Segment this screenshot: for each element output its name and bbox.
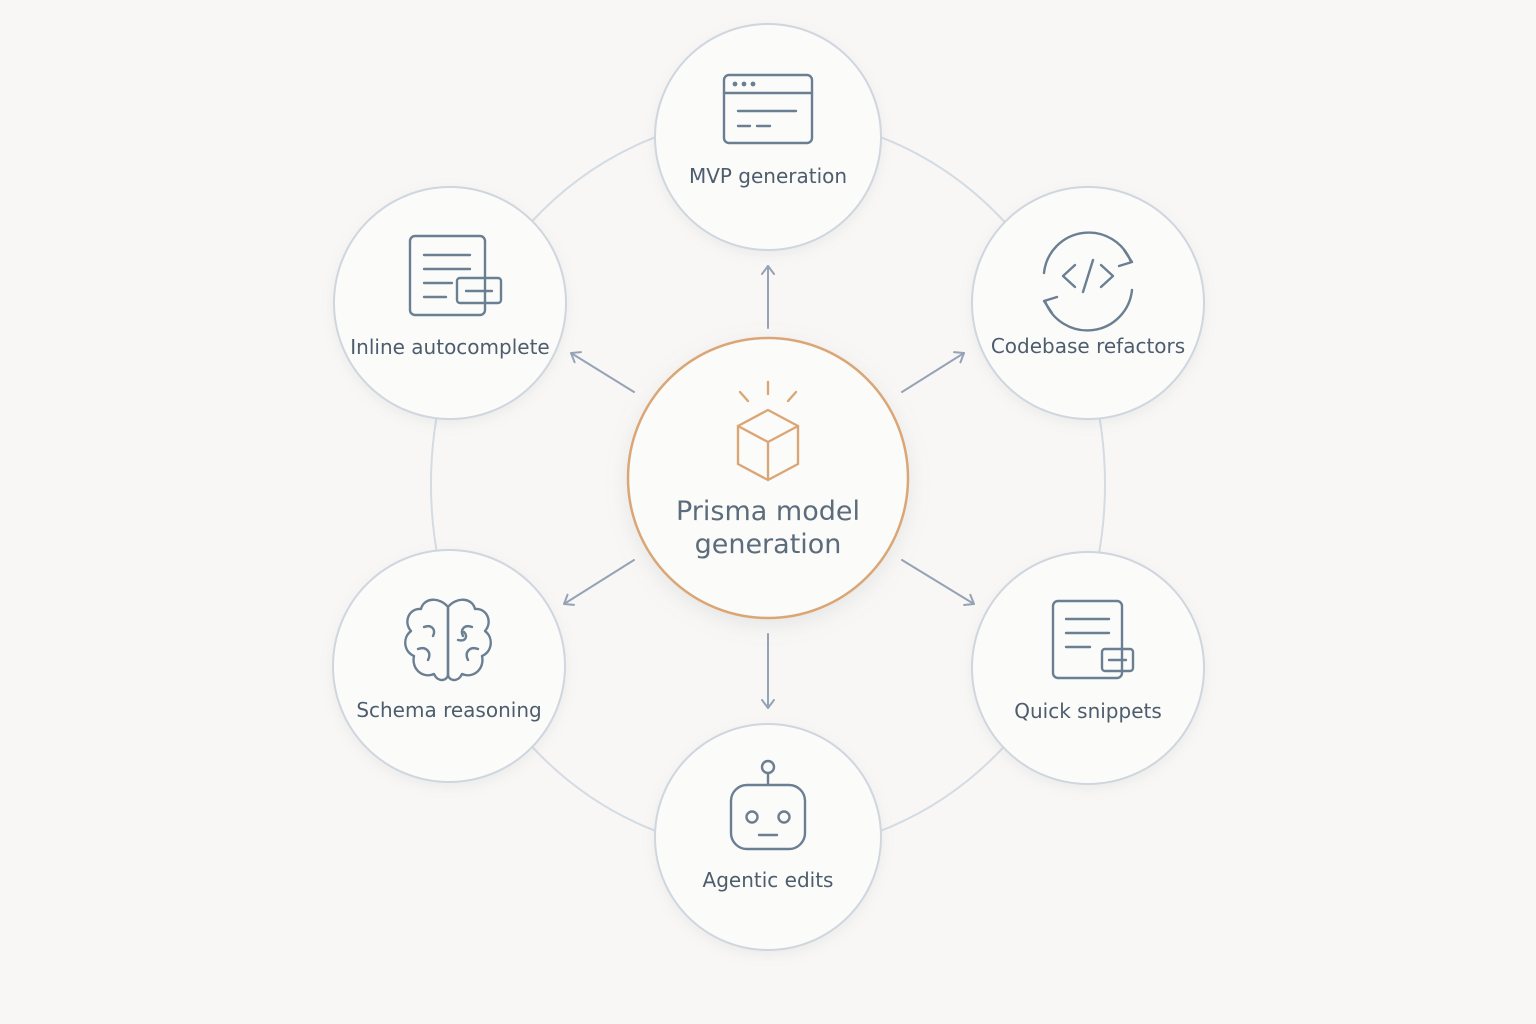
node-label: Codebase refactors xyxy=(991,334,1185,358)
center-label-line2: generation xyxy=(695,529,842,560)
robot-icon xyxy=(729,759,807,851)
node-codebase-refactors[interactable]: Codebase refactors xyxy=(971,186,1205,420)
document-autocomplete-icon xyxy=(408,234,503,317)
node-circle xyxy=(333,186,567,420)
node-label: MVP generation xyxy=(689,164,847,188)
brain-icon xyxy=(404,598,492,682)
node-label: Quick snippets xyxy=(1014,699,1162,723)
arrow-to-inline-autocomplete xyxy=(570,351,635,393)
code-refresh-icon xyxy=(1042,231,1134,332)
node-agentic-edits[interactable]: Agentic edits xyxy=(654,723,882,951)
node-circle xyxy=(654,723,882,951)
cube-icon xyxy=(736,380,800,482)
node-label: Agentic edits xyxy=(703,868,834,892)
node-circle xyxy=(971,186,1205,420)
node-inline-autocomplete[interactable]: Inline autocomplete xyxy=(333,186,567,420)
arrow-to-quick-snippets xyxy=(901,559,975,606)
document-snippet-icon xyxy=(1051,599,1135,680)
node-schema-reasoning[interactable]: Schema reasoning xyxy=(332,549,566,783)
node-circle xyxy=(971,551,1205,785)
node-quick-snippets[interactable]: Quick snippets xyxy=(971,551,1205,785)
arrows xyxy=(563,265,975,709)
node-mvp-generation[interactable]: MVP generation xyxy=(654,23,882,251)
node-label: Schema reasoning xyxy=(356,698,541,722)
node-label: Inline autocomplete xyxy=(350,335,549,359)
center-label-line1: Prisma model xyxy=(676,496,860,527)
arrow-to-schema-reasoning xyxy=(563,559,635,606)
browser-window-icon xyxy=(722,73,814,145)
arrow-to-codebase-refactors xyxy=(901,351,965,393)
node-circle xyxy=(654,23,882,251)
center-node[interactable]: Prisma model generation xyxy=(626,336,910,620)
